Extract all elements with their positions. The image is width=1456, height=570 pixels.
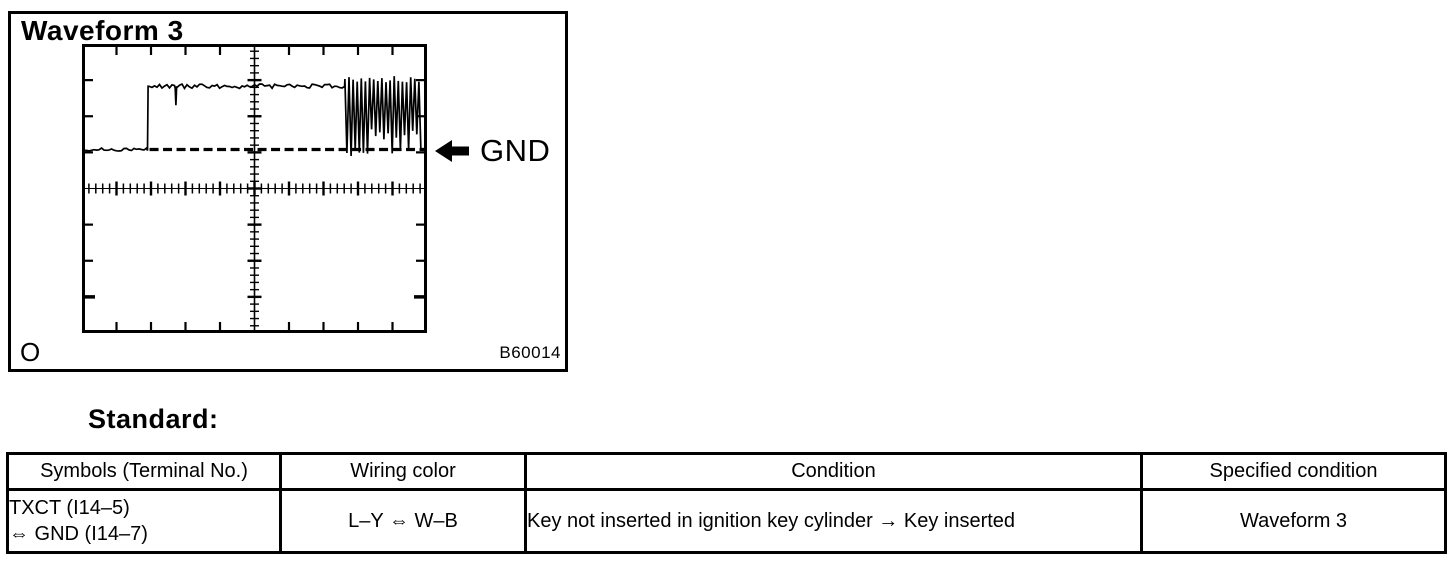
figure-title: Waveform 3 <box>21 15 184 46</box>
cell-wiring-color: L–Y ⇔ W–B <box>279 488 527 554</box>
table-row: TXCT (I14–5) ⇔ GND (I14–7) L–Y ⇔ W–B Key… <box>6 488 1447 554</box>
col-header-symbols: Symbols (Terminal No.) <box>6 452 282 491</box>
col-header-specified-condition: Specified condition <box>1140 452 1447 491</box>
cell-symbols: TXCT (I14–5) ⇔ GND (I14–7) <box>6 488 282 554</box>
table-header-row: Symbols (Terminal No.) Wiring color Cond… <box>6 452 1447 491</box>
cell-condition: Key not inserted in ignition key cylinde… <box>524 488 1143 554</box>
figure-reference-code: B60014 <box>499 343 561 362</box>
standard-heading: Standard: <box>88 404 219 434</box>
standard-table: Symbols (Terminal No.) Wiring color Cond… <box>6 452 1447 554</box>
col-header-condition: Condition <box>524 452 1143 491</box>
col-header-wiring-color: Wiring color <box>279 452 527 491</box>
left-arrow-icon <box>435 140 469 162</box>
gnd-label: GND <box>480 133 551 168</box>
oscilloscope-grid <box>82 44 427 333</box>
cell-specified-condition: Waveform 3 <box>1140 488 1447 554</box>
symbols-line-1: TXCT (I14–5) <box>9 497 130 519</box>
waveform-figure: Waveform 3 GND O B60014 <box>8 11 568 372</box>
gnd-callout: GND <box>435 133 550 169</box>
origin-zero-label: O <box>20 337 41 367</box>
symbols-line-2: ⇔ GND (I14–7) <box>9 523 148 545</box>
